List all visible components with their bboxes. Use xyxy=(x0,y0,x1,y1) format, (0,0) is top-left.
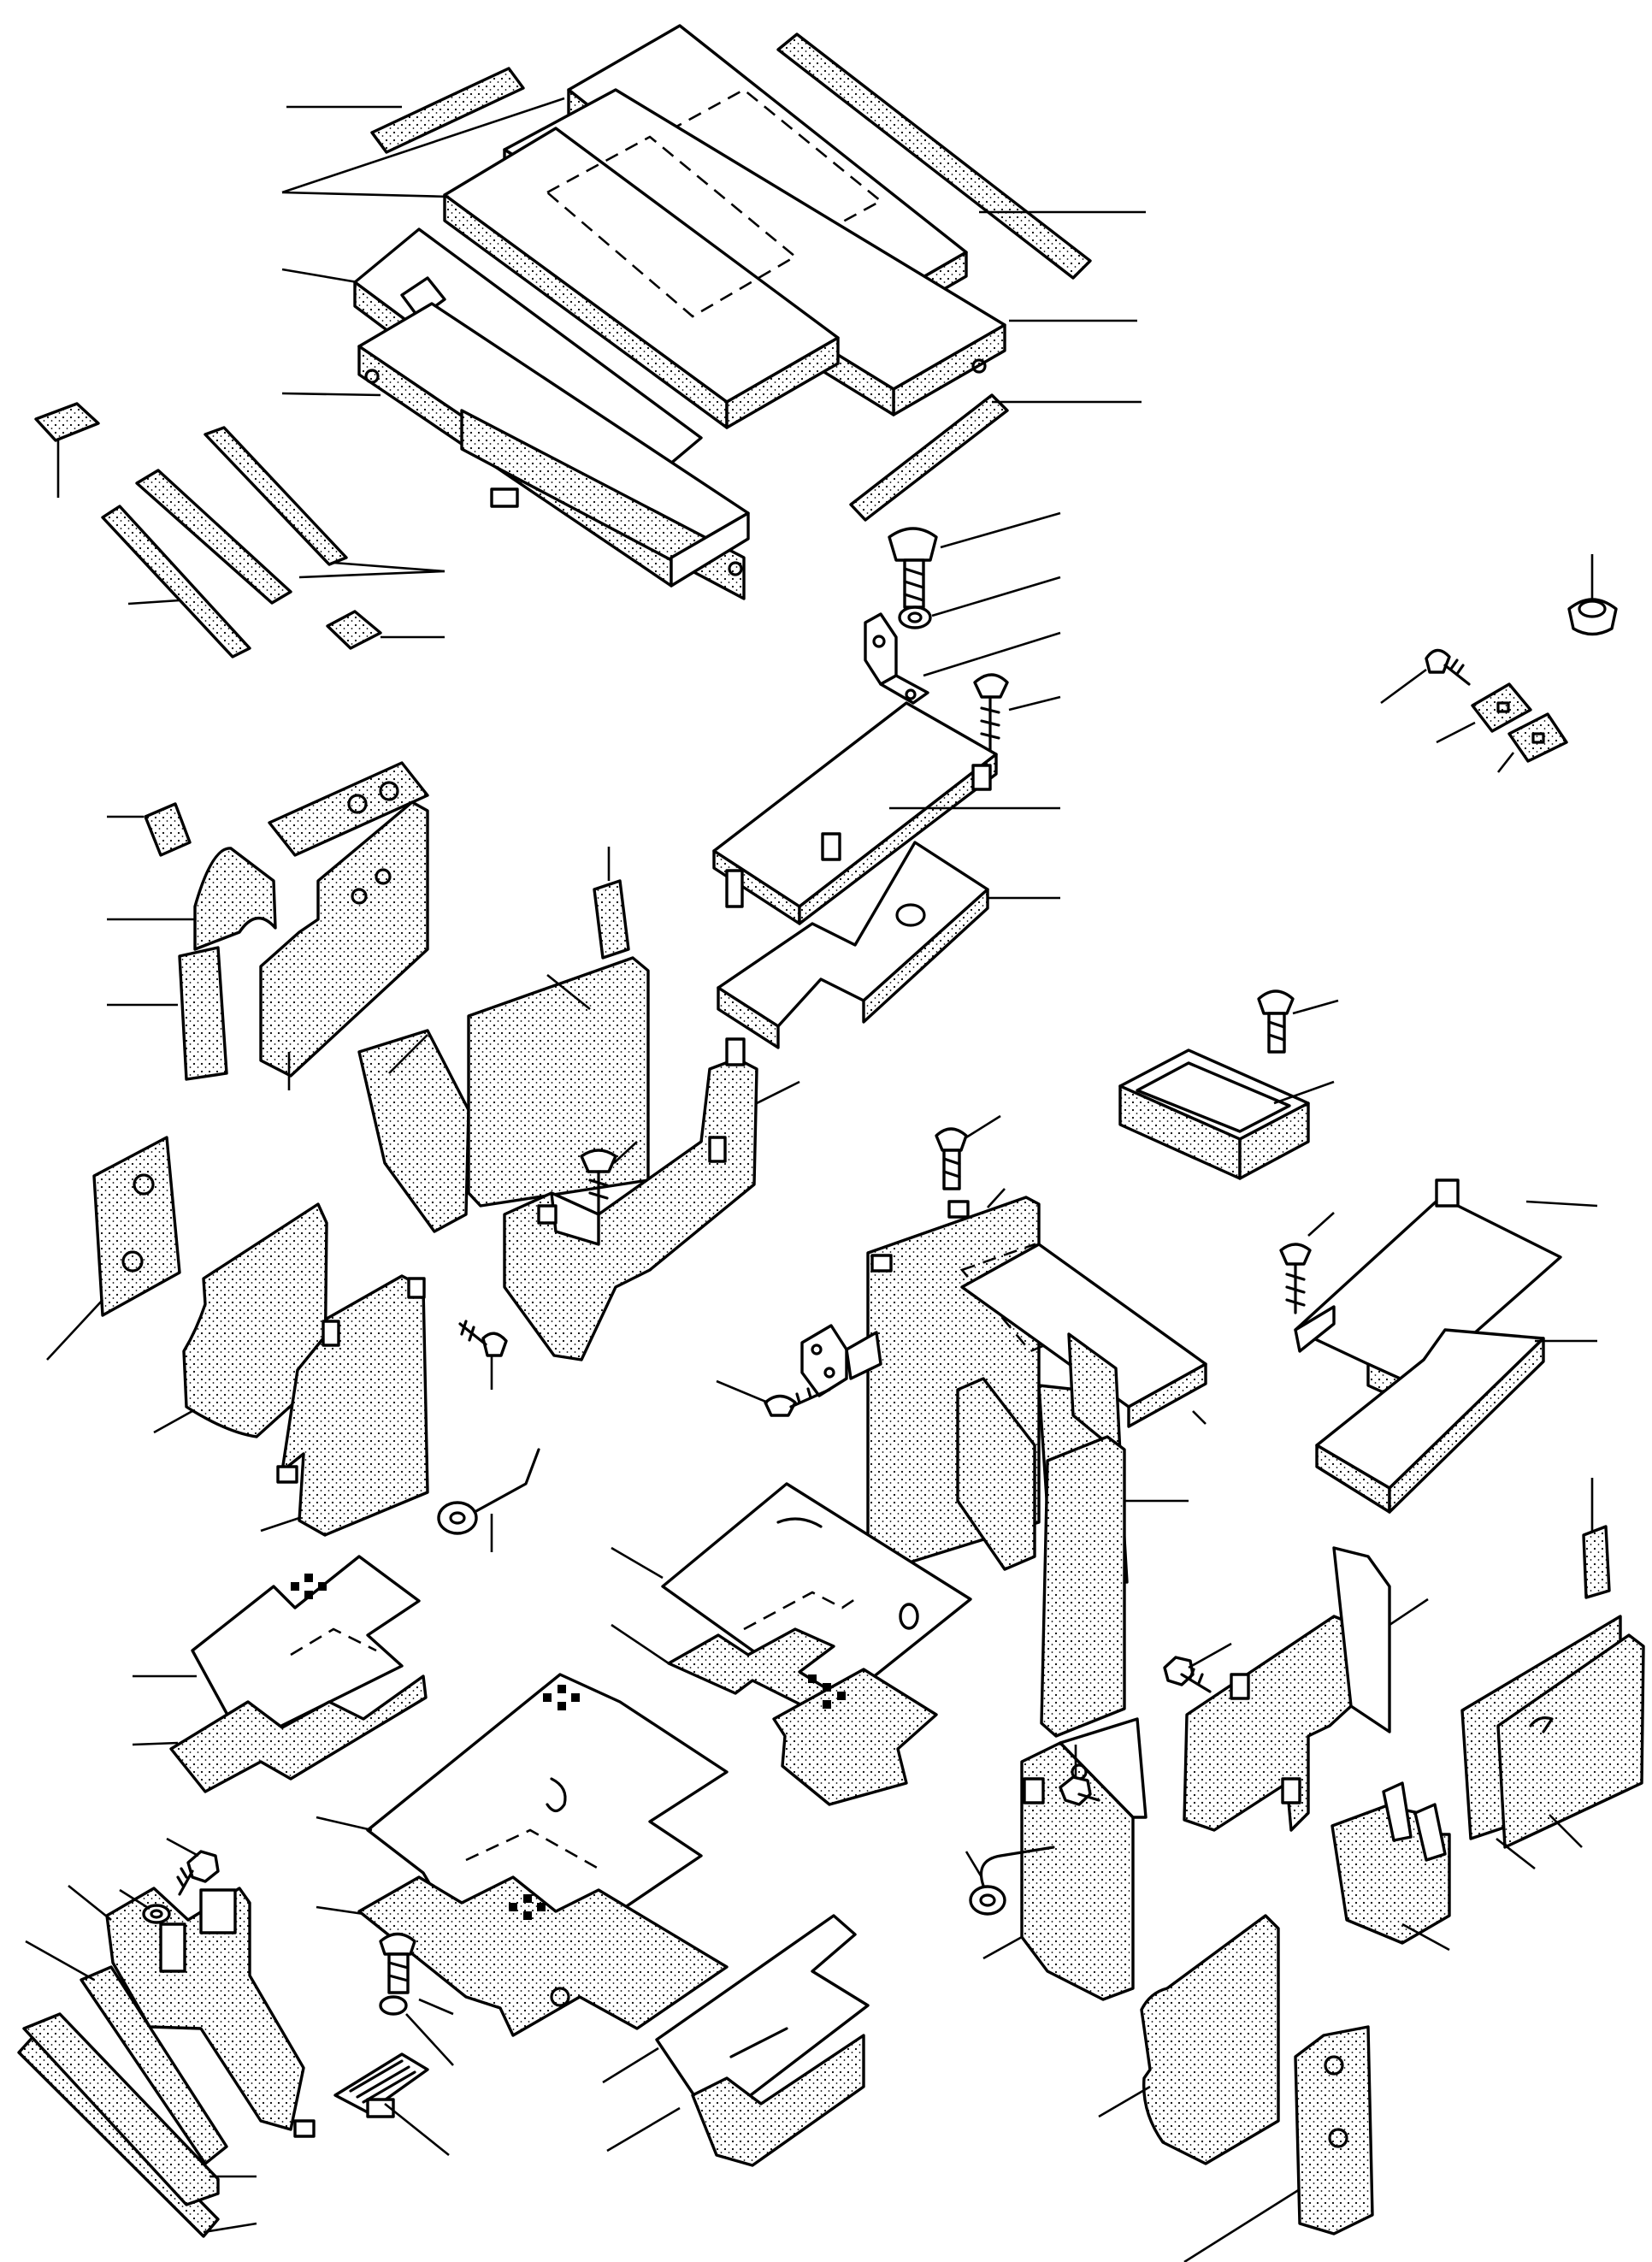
tall-insulator xyxy=(467,956,650,1208)
right-side-plates xyxy=(1460,1615,1645,1870)
insulator-right xyxy=(1040,1435,1189,1738)
small-block xyxy=(1582,1478,1611,1599)
hinge-bracket xyxy=(800,1324,882,1397)
front-insulator xyxy=(357,1029,470,1233)
bolt xyxy=(1380,648,1471,705)
floor-plate-lower xyxy=(132,1674,428,1793)
floor-right xyxy=(960,1243,1207,1456)
cover-plate xyxy=(1436,682,1568,773)
rear-frame xyxy=(1183,1546,1429,1832)
lower-tray xyxy=(281,302,750,600)
block-vertical xyxy=(593,847,630,960)
pad xyxy=(22,2012,257,2206)
center-plates xyxy=(611,1482,972,1704)
bolt xyxy=(379,1932,454,2016)
right-side-plate xyxy=(1183,2025,1374,2262)
bottom-center-plates xyxy=(602,1914,870,2167)
bolt xyxy=(888,511,1061,609)
cover-plate-left xyxy=(268,761,429,857)
box-tray xyxy=(1118,1048,1335,1180)
top-seal-strip xyxy=(286,67,525,154)
screw xyxy=(458,1320,508,1390)
seal-strip-right xyxy=(776,32,1146,280)
channel-cover xyxy=(712,701,1060,925)
spring-clip xyxy=(437,1448,540,1552)
pad-box xyxy=(107,946,228,1081)
small-pad-center xyxy=(326,610,445,650)
right-bracket xyxy=(1330,1781,1451,1952)
l-channel xyxy=(503,1037,800,1361)
front-bracket xyxy=(68,1884,316,2138)
side-strips xyxy=(101,426,445,659)
upper-panel-left xyxy=(281,127,840,429)
side-insulator xyxy=(956,1377,1036,1571)
corner-frame xyxy=(982,1717,1148,2001)
connector xyxy=(333,2052,450,2157)
block xyxy=(107,802,192,857)
center-plate-lower xyxy=(611,1623,938,1806)
lower-seal-strip xyxy=(849,393,1142,522)
block xyxy=(25,1940,228,2165)
side-insulator-lower xyxy=(1098,1914,1280,2165)
washer xyxy=(379,1995,454,2066)
washer xyxy=(898,576,1061,629)
bracket xyxy=(864,612,1061,705)
insulator-pad xyxy=(107,847,277,951)
bolt xyxy=(1257,989,1339,1054)
bolt xyxy=(1163,1642,1232,1693)
washer xyxy=(119,1888,171,1924)
bolt xyxy=(1059,1745,1100,1806)
mount-plate xyxy=(46,1136,181,1361)
screw xyxy=(1279,1212,1335,1314)
bolt xyxy=(935,1114,1001,1190)
right-insulators xyxy=(1294,1178,1598,1409)
side-panel xyxy=(153,1202,328,1438)
side-bracket xyxy=(260,1274,429,1537)
spring-clip xyxy=(965,1846,1055,1916)
small-pad-left xyxy=(34,402,100,498)
right-pad xyxy=(1315,1328,1597,1514)
bolt xyxy=(166,1837,220,1896)
insulator-plate xyxy=(717,841,1060,1049)
large-floor-plate-lower xyxy=(316,1875,729,2037)
screw xyxy=(580,1141,638,1216)
screw xyxy=(973,673,1061,753)
side-case xyxy=(259,800,429,1090)
screw xyxy=(716,1379,831,1417)
cap-nut xyxy=(1567,554,1618,636)
